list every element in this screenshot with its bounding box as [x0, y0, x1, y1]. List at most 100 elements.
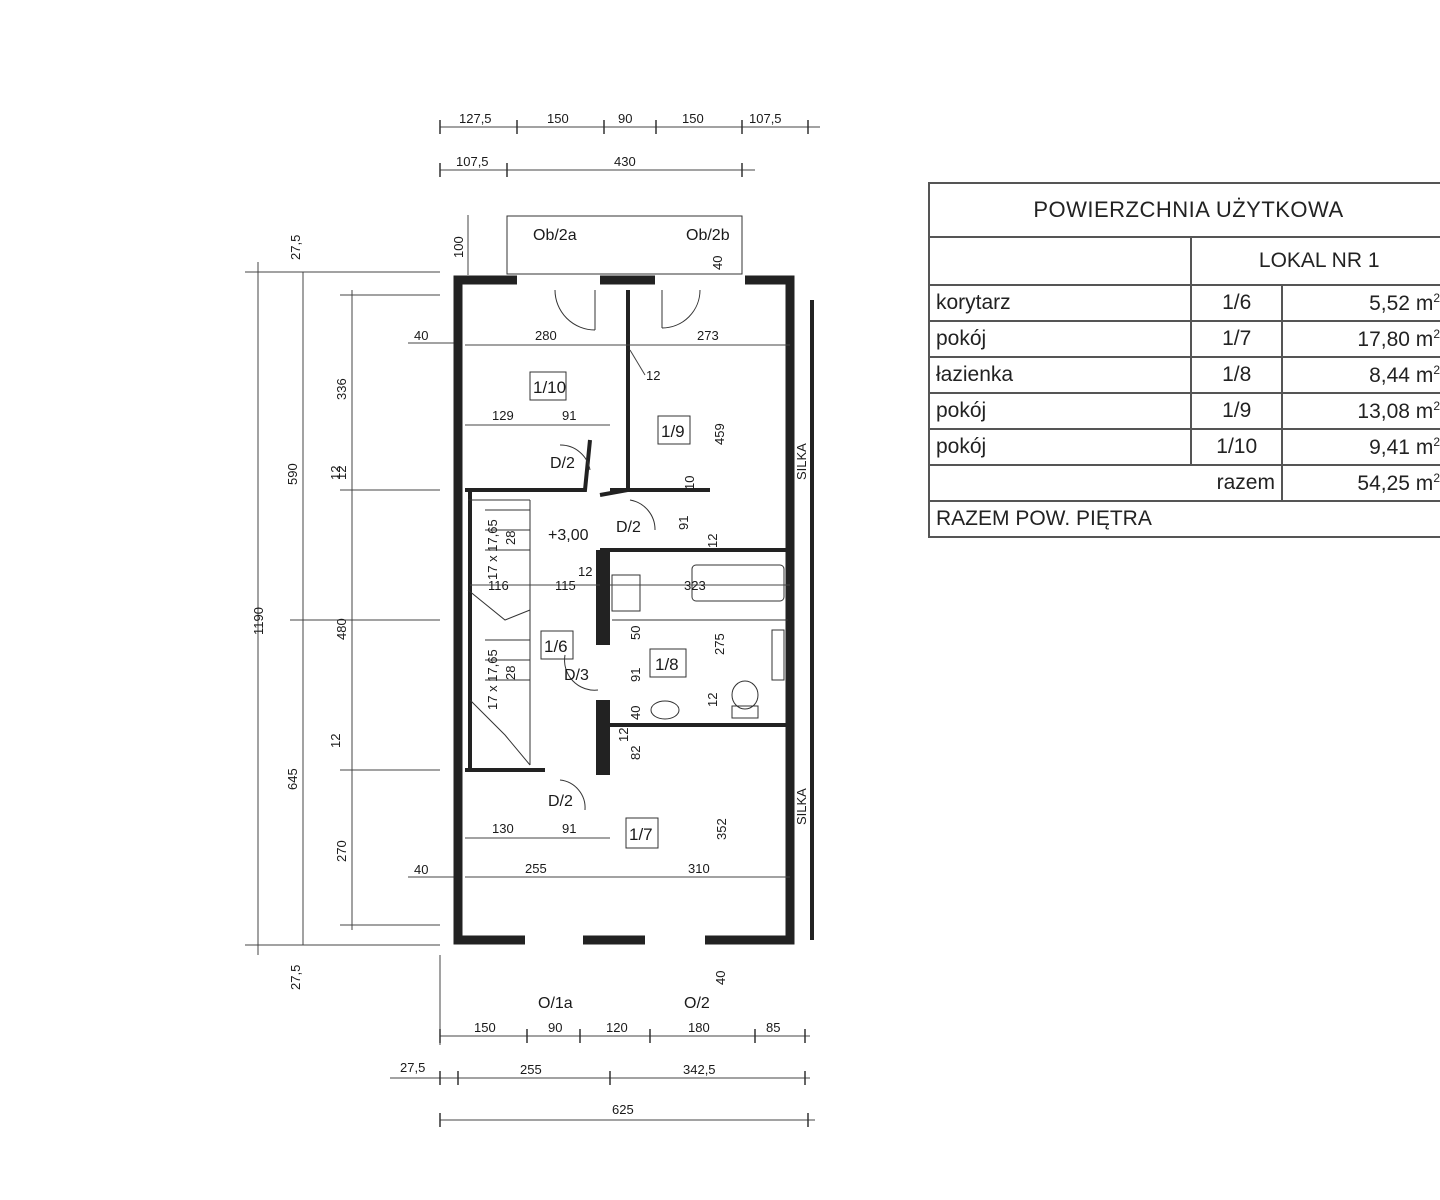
dim-left-275a: 27,5	[288, 235, 303, 260]
sum-label: razem	[928, 464, 1283, 502]
dim-12b: 12	[705, 534, 720, 548]
dim-91b: 91	[676, 516, 691, 530]
table-row: pokój 1/10 9,41 m2	[927, 428, 1440, 466]
dim-top-150b: 150	[682, 111, 704, 126]
dim-40-top: 40	[710, 256, 725, 270]
left-dimensions: 27,5 1190 27,5 590 12 645 336 12 480 12 …	[245, 235, 455, 990]
room-label-1-6: 1/6	[544, 637, 568, 656]
area-table-blank-cell	[927, 236, 1193, 286]
dim-273: 273	[697, 328, 719, 343]
dim-40d: 40	[713, 971, 728, 985]
row-area: 13,08 m2	[1280, 392, 1440, 430]
dim-left-480: 480	[334, 618, 349, 640]
row-area: 9,41 m2	[1280, 428, 1440, 466]
row-number: 1/8	[1190, 356, 1283, 394]
room-label-1-9: 1/9	[661, 422, 685, 441]
level-mark: +3,00	[548, 527, 589, 544]
dim-left-336: 336	[334, 378, 349, 400]
window-label-ob2a: Ob/2a	[533, 227, 577, 244]
bathroom-fixtures	[611, 564, 788, 720]
dim-left-12a: 12	[328, 466, 343, 480]
dim-top-150a: 150	[547, 111, 569, 126]
dim-12a: 12	[646, 368, 660, 383]
row-area: 17,80 m2	[1280, 320, 1440, 358]
dim-323: 323	[684, 578, 706, 593]
silka-label-upper: SILKA	[794, 443, 809, 480]
dim-40b: 40	[628, 706, 643, 720]
sum-value: 54,25 m2	[1280, 464, 1440, 502]
room-label-1-10: 1/10	[533, 378, 566, 397]
room-label-1-8: 1/8	[655, 655, 679, 674]
dim-bottom2-255: 255	[520, 1062, 542, 1077]
area-table-title: POWIERZCHNIA UŻYTKOWA	[928, 182, 1440, 238]
dim-310: 310	[688, 861, 710, 876]
door-label-d2-bottom: D/2	[548, 793, 573, 810]
dim-50: 50	[628, 626, 643, 640]
dim-91d: 91	[562, 821, 576, 836]
row-number: 1/9	[1190, 392, 1283, 430]
dim-left-275b: 27,5	[288, 965, 303, 990]
dim-left-270: 270	[334, 840, 349, 862]
row-name: korytarz	[927, 284, 1193, 322]
dim-bottom-180: 180	[688, 1020, 710, 1035]
dim-82: 82	[628, 746, 643, 760]
dim-352: 352	[714, 818, 729, 840]
silka-label-lower: SILKA	[794, 788, 809, 825]
dim-bottom-90: 90	[548, 1020, 562, 1035]
bottom-dimension-row-1: 150 90 120 180 85	[439, 1020, 810, 1043]
row-number: 1/7	[1190, 320, 1283, 358]
row-area: 8,44 m2	[1280, 356, 1440, 394]
dim-top2-430: 430	[614, 154, 636, 169]
dim-left-12b: 12	[334, 466, 349, 480]
table-floor-total-row: RAZEM POW. PIĘTRA	[928, 500, 1440, 538]
staircase: 17 x 17,65 28 17 x 17,65 28	[467, 499, 531, 766]
window-label-ob2b: Ob/2b	[686, 227, 730, 244]
dim-bottom2-275: 27,5	[400, 1060, 425, 1075]
floor-plan-drawing: 127,5 150 90 150 107,5 107,5 430 100 Ob/…	[245, 111, 820, 1127]
dim-top2-107: 107,5	[456, 154, 489, 169]
floor-total-label: RAZEM POW. PIĘTRA	[928, 500, 1440, 538]
stairs-upper-count: 17 x 17,65	[485, 519, 500, 580]
dim-left-590: 590	[285, 463, 300, 485]
dim-bottom-150: 150	[474, 1020, 496, 1035]
top-dimension-row-1: 127,5 150 90 150 107,5	[439, 111, 820, 134]
room-label-1-7: 1/7	[629, 825, 653, 844]
row-area: 5,52 m2	[1280, 284, 1440, 322]
table-row: korytarz 1/6 5,52 m2	[927, 284, 1440, 322]
dim-top-127: 127,5	[459, 111, 492, 126]
table-row: łazienka 1/8 8,44 m2	[927, 356, 1440, 394]
dim-top-90: 90	[618, 111, 632, 126]
dim-12e: 12	[616, 728, 631, 742]
usable-area-table: POWIERZCHNIA UŻYTKOWA LOKAL NR 1 korytar…	[927, 182, 1440, 538]
dim-280: 280	[535, 328, 557, 343]
top-dimension-row-2: 107,5 430	[439, 154, 755, 177]
door-swings	[554, 289, 701, 811]
dim-12c: 12	[578, 564, 592, 579]
dim-10: 10	[682, 476, 697, 490]
outer-walls	[453, 275, 814, 945]
dim-bottom-85: 85	[766, 1020, 780, 1035]
door-label-d2-top: D/2	[550, 455, 575, 472]
dim-bottom2-342: 342,5	[683, 1062, 716, 1077]
table-row: pokój 1/9 13,08 m2	[927, 392, 1440, 430]
dim-116: 116	[488, 578, 509, 593]
dim-275: 275	[712, 633, 727, 655]
stairs-lower-count: 17 x 17,65	[485, 649, 500, 710]
window-label-o1a: O/1a	[538, 995, 573, 1012]
dim-left-645: 645	[285, 768, 300, 790]
interior-walls	[465, 290, 790, 775]
table-sum-row: razem 54,25 m2	[928, 464, 1440, 502]
inner-dimensions: 280 273 12 129 91 459 10 91 12 116 115 1…	[465, 328, 790, 985]
bottom-total-dimension: 625	[439, 1102, 815, 1127]
dim-left-40b: 40	[414, 862, 428, 877]
dim-130: 130	[492, 821, 514, 836]
dim-top-107b: 107,5	[749, 111, 782, 126]
dim-bottom-625: 625	[612, 1102, 634, 1117]
dim-91c: 91	[628, 668, 643, 682]
row-name: pokój	[927, 428, 1193, 466]
table-row: pokój 1/7 17,80 m2	[927, 320, 1440, 358]
dim-255: 255	[525, 861, 547, 876]
bottom-dimension-row-2: 27,5 255 342,5	[390, 1060, 810, 1085]
dim-459: 459	[712, 423, 727, 445]
top-balcony: 100 Ob/2a Ob/2b 40	[451, 215, 743, 275]
